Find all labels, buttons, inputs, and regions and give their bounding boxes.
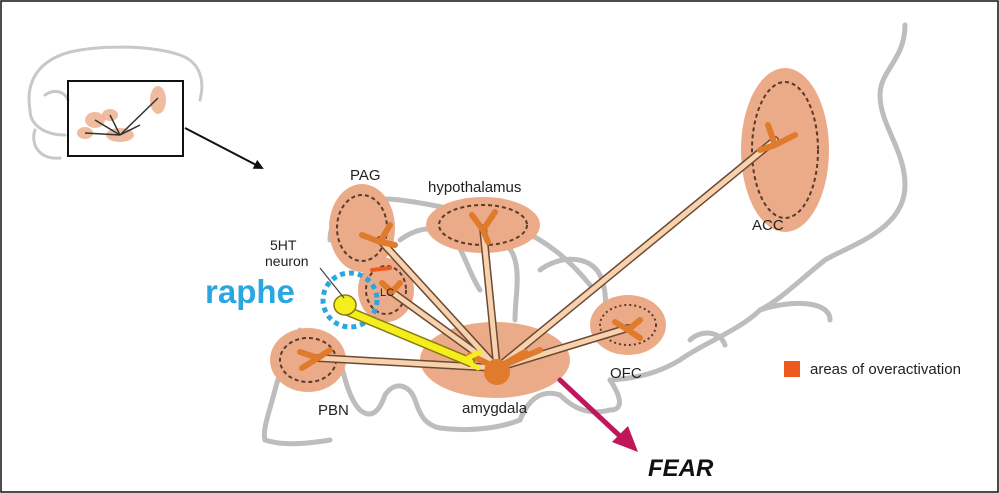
amygdala-neuron-soma [484, 359, 510, 385]
amygdala-label: amygdala [462, 400, 528, 417]
neuron-label-line2: neuron [265, 253, 309, 269]
acc-region [741, 68, 829, 232]
neuron-label-line1: 5HT [270, 237, 297, 253]
pbn-label: PBN [318, 402, 349, 419]
ofc-label: OFC [610, 365, 642, 382]
fear-label: FEAR [648, 455, 714, 482]
pag-label: PAG [350, 167, 381, 184]
hypothalamus-label: hypothalamus [428, 179, 521, 196]
raphe-label: raphe [205, 273, 295, 310]
overactivation-tick [372, 268, 390, 270]
acc-label: ACC [752, 217, 784, 234]
lc-label: LC [380, 287, 394, 299]
legend-swatch [784, 361, 800, 377]
legend-label: areas of overactivation [810, 361, 961, 378]
